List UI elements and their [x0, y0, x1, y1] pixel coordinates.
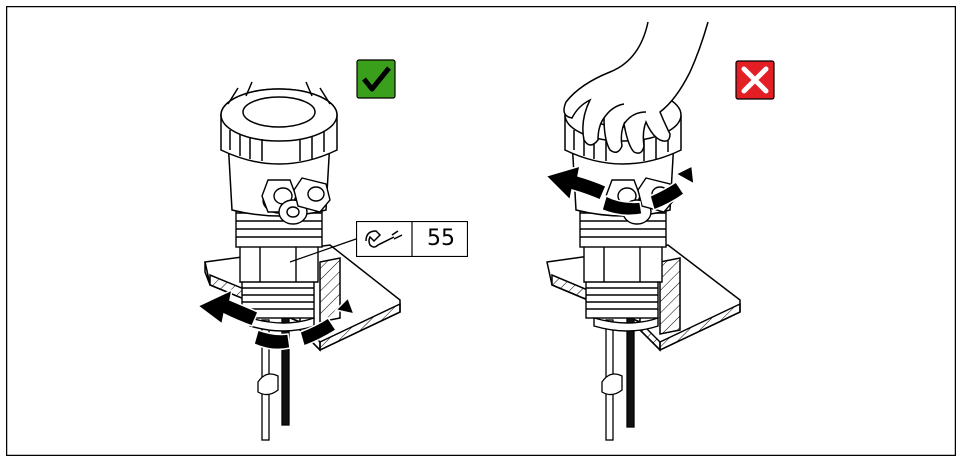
cross-icon	[735, 60, 775, 100]
wrench-spec-box	[356, 221, 468, 257]
nozzle-wall-left	[319, 257, 341, 323]
nozzle-wall-right	[659, 257, 681, 335]
leader-line	[289, 238, 357, 263]
cable-glands-left	[261, 177, 331, 225]
thread-body-right	[585, 279, 659, 332]
rotation-arrows-right	[544, 164, 695, 217]
hex-nut-right	[583, 244, 663, 283]
wrench-icon	[365, 230, 403, 248]
rotation-arrows-left	[196, 288, 356, 351]
checkmark-icon	[356, 59, 396, 99]
hand-illustration	[563, 21, 709, 154]
wrench-size-label: 55	[427, 226, 455, 251]
figure-frame	[6, 6, 956, 456]
